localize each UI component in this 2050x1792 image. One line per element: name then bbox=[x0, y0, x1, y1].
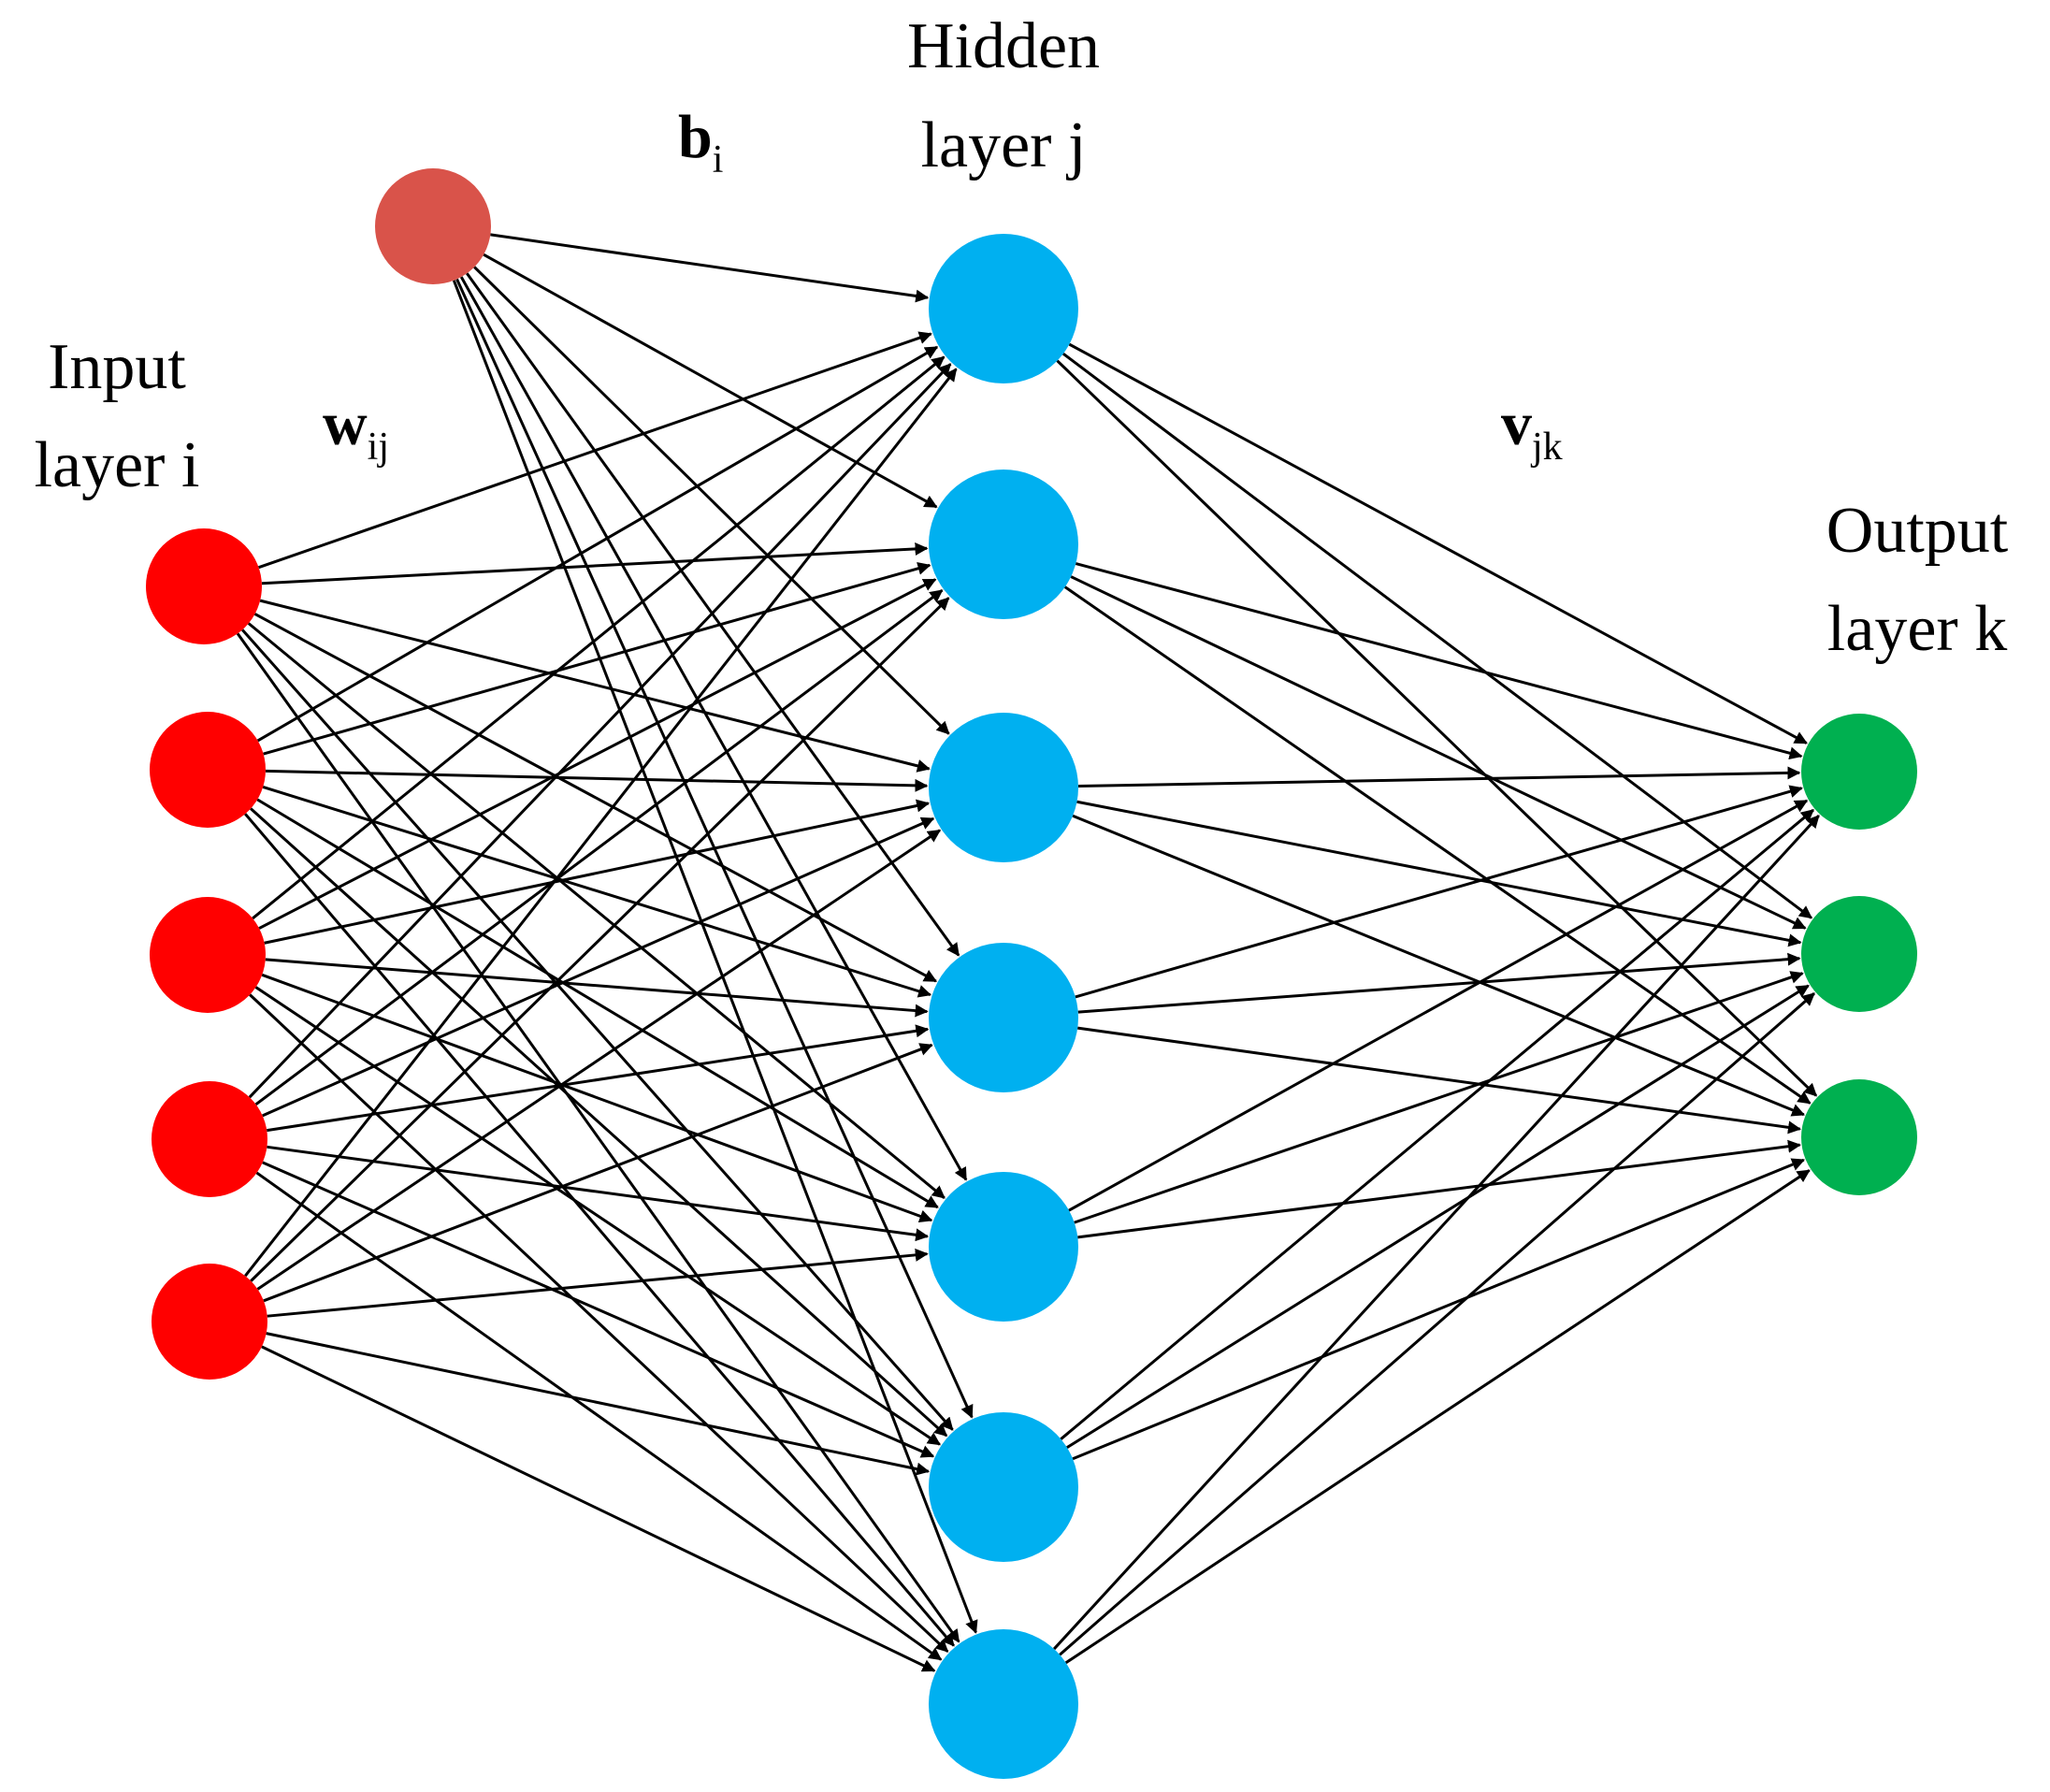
edge-hidden-1-output-1 bbox=[1068, 342, 1808, 744]
edge-input-1-hidden-7 bbox=[236, 632, 960, 1643]
edge-input-5-hidden-6 bbox=[266, 1332, 931, 1476]
edge-input-5-hidden-4 bbox=[263, 1043, 933, 1303]
hidden-node-6 bbox=[929, 1412, 1078, 1562]
output-node-1 bbox=[1801, 714, 1917, 830]
bias-symbol-subscript: i bbox=[713, 138, 724, 181]
output-node-3 bbox=[1801, 1079, 1917, 1195]
edge-hidden-2-output-3 bbox=[1063, 585, 1812, 1105]
bias-symbol: bi bbox=[678, 103, 723, 181]
weight-ij-symbol-main: w bbox=[323, 390, 368, 458]
edge-input-4-hidden-2 bbox=[254, 588, 944, 1106]
edge-input-4-hidden-7 bbox=[255, 1171, 943, 1661]
edge-hidden-1-output-2 bbox=[1061, 352, 1813, 919]
edge-hidden-6-output-2 bbox=[1066, 984, 1810, 1449]
edge-input-1-hidden-3 bbox=[259, 599, 931, 773]
edge-input-5-hidden-1 bbox=[244, 368, 958, 1278]
bias-symbol-main: b bbox=[678, 103, 713, 171]
hidden-node-1 bbox=[929, 234, 1078, 383]
edge-hidden-7-output-1 bbox=[1052, 815, 1820, 1651]
edge-hidden-7-output-2 bbox=[1059, 992, 1815, 1656]
edge-input-1-hidden-2 bbox=[261, 542, 929, 585]
input-node-1 bbox=[146, 528, 262, 644]
edge-input-2-hidden-4 bbox=[262, 786, 932, 998]
hidden-node-7 bbox=[929, 1629, 1078, 1779]
edge-input-2-hidden-7 bbox=[244, 813, 955, 1647]
bias-node bbox=[375, 168, 491, 284]
edge-input-2-hidden-2 bbox=[263, 562, 931, 756]
edge-input-3-hidden-1 bbox=[252, 355, 946, 920]
output-layer-label-line1: Output bbox=[1826, 495, 2009, 567]
edge-input-4-hidden-1 bbox=[248, 363, 952, 1099]
edge-input-5-hidden-5 bbox=[267, 1248, 929, 1318]
edge-input-3-hidden-7 bbox=[249, 993, 949, 1653]
hidden-layer-label-line2: layer j bbox=[921, 109, 1087, 181]
input-layer-label-line1: Input bbox=[48, 331, 186, 403]
weight-jk-symbol: vjk bbox=[1501, 390, 1563, 469]
edge-input-3-hidden-3 bbox=[264, 799, 931, 945]
edge-input-3-hidden-2 bbox=[258, 578, 937, 930]
edge-input-5-hidden-2 bbox=[250, 597, 950, 1282]
edge-hidden-5-output-2 bbox=[1074, 971, 1804, 1224]
edge-hidden-3-output-2 bbox=[1076, 800, 1802, 947]
edge-input-3-hidden-5 bbox=[261, 973, 933, 1223]
edge-hidden-4-output-3 bbox=[1077, 1026, 1802, 1134]
edge-hidden-6-output-3 bbox=[1072, 1158, 1806, 1461]
edge-bias-hidden-6 bbox=[455, 278, 974, 1419]
nodes bbox=[146, 168, 1917, 1779]
hidden-node-3 bbox=[929, 713, 1078, 862]
input-node-3 bbox=[150, 897, 266, 1013]
edge-input-2-hidden-1 bbox=[256, 345, 939, 743]
input-node-4 bbox=[152, 1081, 267, 1197]
edge-input-2-hidden-5 bbox=[256, 798, 939, 1209]
edge-hidden-5-output-1 bbox=[1068, 799, 1809, 1212]
edge-bias-hidden-2 bbox=[483, 253, 938, 509]
output-node-2 bbox=[1801, 896, 1917, 1012]
edge-hidden-5-output-3 bbox=[1077, 1139, 1801, 1239]
hidden-node-5 bbox=[929, 1172, 1078, 1322]
weight-jk-symbol-main: v bbox=[1501, 390, 1532, 458]
weight-ij-symbol-subscript: ij bbox=[368, 426, 389, 469]
edge-input-1-hidden-5 bbox=[247, 622, 946, 1199]
edge-bias-hidden-5 bbox=[459, 276, 968, 1181]
edge-input-3-hidden-4 bbox=[265, 958, 929, 1018]
edge-input-3-hidden-6 bbox=[254, 986, 941, 1446]
edge-input-2-hidden-6 bbox=[250, 807, 948, 1438]
hidden-layer-label: Hidden layer j bbox=[907, 10, 1100, 181]
edge-bias-hidden-1 bbox=[490, 233, 930, 303]
edge-input-4-hidden-6 bbox=[262, 1161, 935, 1458]
edge-input-5-hidden-7 bbox=[261, 1345, 936, 1672]
edge-hidden-2-output-1 bbox=[1075, 562, 1803, 760]
output-layer-label-line2: layer k bbox=[1827, 593, 2007, 665]
hidden-node-4 bbox=[929, 943, 1078, 1092]
edge-input-1-hidden-6 bbox=[241, 629, 954, 1431]
edge-hidden-1-output-3 bbox=[1056, 359, 1818, 1097]
edge-hidden-4-output-1 bbox=[1075, 785, 1803, 999]
edge-hidden-7-output-3 bbox=[1064, 1169, 1811, 1665]
edge-input-4-hidden-4 bbox=[267, 1024, 930, 1133]
weight-ij-symbol: wij bbox=[323, 390, 389, 469]
edge-input-4-hidden-5 bbox=[267, 1145, 930, 1242]
edge-bias-hidden-3 bbox=[473, 266, 950, 735]
edge-input-1-hidden-4 bbox=[253, 613, 938, 983]
weight-jk-symbol-subscript: jk bbox=[1530, 426, 1563, 469]
output-layer-label: Output layer k bbox=[1826, 495, 2009, 665]
connections bbox=[236, 233, 1820, 1672]
edge-hidden-2-output-2 bbox=[1070, 575, 1807, 930]
input-node-2 bbox=[150, 712, 266, 828]
edge-bias-hidden-4 bbox=[466, 272, 960, 957]
input-node-5 bbox=[152, 1264, 267, 1380]
edge-input-5-hidden-3 bbox=[256, 829, 942, 1291]
hidden-layer-label-line1: Hidden bbox=[907, 10, 1100, 82]
edge-input-2-hidden-3 bbox=[265, 769, 929, 792]
hidden-node-2 bbox=[929, 470, 1078, 619]
edge-bias-hidden-7 bbox=[452, 280, 978, 1634]
edge-input-4-hidden-3 bbox=[262, 817, 935, 1118]
edge-hidden-6-output-1 bbox=[1060, 808, 1814, 1440]
input-layer-label-line2: layer i bbox=[35, 429, 200, 501]
input-layer-label: Input layer i bbox=[35, 331, 200, 501]
edge-hidden-3-output-1 bbox=[1077, 766, 1801, 788]
